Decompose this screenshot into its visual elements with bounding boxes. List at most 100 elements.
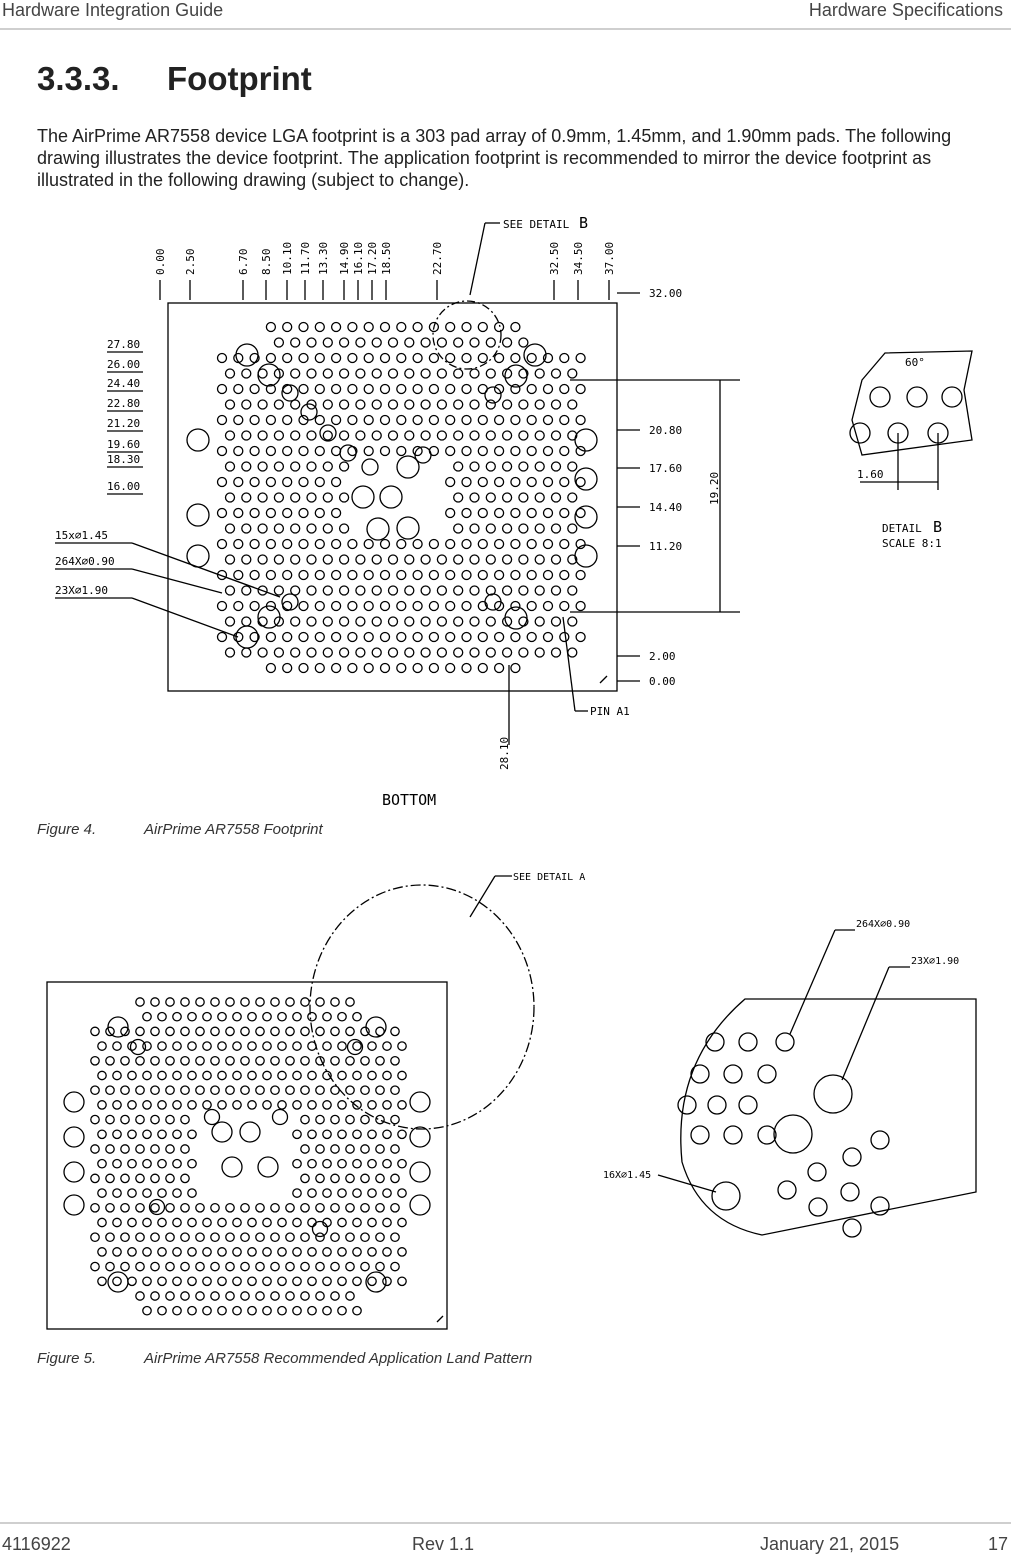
- land-pad-small: [150, 1026, 160, 1037]
- small-pad: [550, 554, 562, 565]
- land-pad-small: [255, 1291, 265, 1301]
- detail-a-pad: [690, 1125, 710, 1145]
- land-pad-large: [365, 1271, 387, 1293]
- small-pad: [526, 383, 537, 395]
- large-pad: [574, 467, 598, 491]
- land-pad-small: [172, 1247, 182, 1257]
- land-pad-small: [127, 1276, 137, 1287]
- land-pad-small: [150, 1055, 160, 1066]
- land-pad-small: [172, 1158, 182, 1169]
- detail-a-pad: [757, 1064, 777, 1084]
- land-pad-small: [337, 1158, 347, 1169]
- land-pad-small: [202, 1305, 212, 1316]
- small-pad: [330, 538, 342, 550]
- small-pad: [257, 399, 268, 410]
- small-pad: [428, 600, 440, 612]
- small-pad: [241, 368, 252, 379]
- small-pad: [224, 647, 236, 658]
- small-pad: [567, 523, 578, 534]
- small-pad: [330, 445, 342, 457]
- large-pad: [351, 485, 375, 509]
- small-pad: [330, 631, 342, 643]
- land-pad-small: [390, 1202, 400, 1213]
- land-pad-small: [195, 1055, 205, 1066]
- large-pad: [396, 455, 420, 479]
- detail-title: DETAIL: [882, 522, 922, 535]
- small-pad: [314, 445, 325, 457]
- detail-pad: [849, 422, 871, 444]
- small-pad: [224, 461, 236, 472]
- land-pad-small: [330, 1202, 340, 1213]
- land-pad-small: [97, 1070, 107, 1081]
- small-pad: [387, 430, 399, 441]
- large-pad: [257, 363, 281, 387]
- land-pad-small: [337, 1011, 347, 1022]
- detail-a-pad: [870, 1130, 890, 1150]
- small-pad: [493, 352, 505, 364]
- small-pad: [379, 662, 391, 674]
- large-pad: [574, 428, 598, 452]
- land-pad-small: [97, 1188, 107, 1198]
- small-pad: [330, 507, 342, 519]
- small-pad: [461, 445, 472, 457]
- small-pad: [469, 554, 480, 565]
- small-pad: [445, 445, 456, 457]
- land-pad-small: [195, 1026, 205, 1037]
- land-pad-small: [262, 1041, 272, 1051]
- land-pad-small: [97, 1276, 107, 1287]
- land-pad-small: [150, 1085, 160, 1096]
- small-pad: [518, 430, 529, 441]
- small-pad: [534, 399, 545, 410]
- land-pad-small: [285, 1232, 295, 1243]
- small-pad: [314, 569, 325, 581]
- page-footer: 4116922 Rev 1.1 January 21, 2015 17: [0, 1522, 1011, 1562]
- small-pad: [233, 507, 244, 519]
- land-pad-small: [180, 1114, 190, 1125]
- small-pad: [518, 523, 529, 534]
- small-pad: [265, 445, 277, 457]
- small-pad: [428, 414, 440, 426]
- small-pad: [396, 662, 407, 674]
- small-pad: [282, 631, 293, 643]
- small-pad: [282, 538, 293, 550]
- land-pad-small: [247, 1070, 257, 1081]
- small-pad: [567, 616, 578, 627]
- small-pad: [265, 507, 277, 519]
- small-pad: [282, 662, 293, 674]
- small-pad: [404, 554, 415, 565]
- dim-label-top: 0.00: [154, 249, 167, 276]
- small-pad: [542, 538, 554, 550]
- land-pad-small: [157, 1217, 167, 1228]
- small-pad: [575, 414, 586, 426]
- land-pad-small: [97, 1217, 107, 1228]
- land-pad-small: [315, 1144, 325, 1154]
- small-pad: [501, 337, 513, 348]
- land-pad-small: [270, 1291, 280, 1301]
- land-pad-small: [382, 1247, 392, 1257]
- land-pad-small: [322, 1305, 332, 1316]
- land-pad-small: [172, 1070, 182, 1081]
- small-pad: [224, 430, 236, 441]
- land-pad-small: [255, 1261, 265, 1272]
- small-pad: [298, 662, 309, 674]
- small-pad: [428, 352, 440, 364]
- package-outline: [167, 302, 618, 692]
- land-pad-small: [300, 1114, 310, 1125]
- small-pad: [518, 554, 529, 565]
- small-pad: [396, 352, 407, 364]
- land-pad-small: [292, 1129, 302, 1140]
- small-pad: [257, 647, 268, 658]
- land-pad-small: [277, 1217, 287, 1228]
- land-pad-small: [352, 1188, 362, 1198]
- land-pad-small: [285, 1202, 295, 1213]
- small-pad: [453, 523, 464, 534]
- land-pad-small: [352, 1305, 362, 1316]
- small-pad: [526, 414, 537, 426]
- small-pad: [265, 414, 277, 426]
- small-pad: [575, 352, 586, 364]
- medium-pad: [339, 444, 357, 462]
- small-pad: [445, 631, 456, 643]
- small-pad: [559, 352, 570, 364]
- footer-date: January 21, 2015: [760, 1534, 900, 1554]
